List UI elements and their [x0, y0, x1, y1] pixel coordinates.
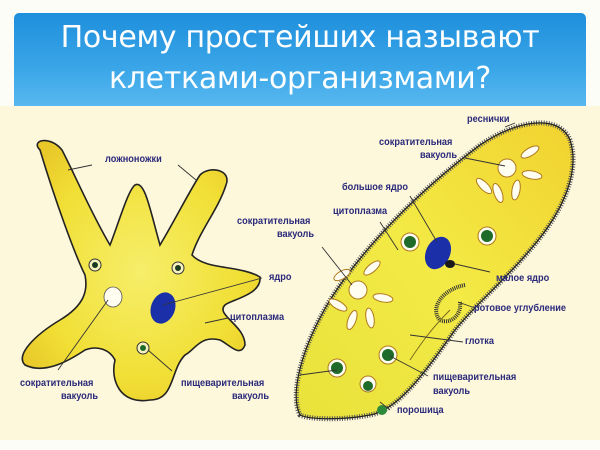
label-pharynx: глотка [465, 336, 494, 347]
slide-title: Почему простейших называют клетками-орга… [14, 13, 586, 106]
label-par-contractile-vacuole-top-1: сократительная [379, 137, 453, 148]
label-par-cytoplasm: цитоплазма [333, 206, 388, 217]
label-amoeba-nucleus: ядро [269, 272, 292, 283]
title-line-1: Почему простейших называют [60, 20, 540, 55]
amoeba-nucleus [150, 292, 176, 324]
amoeba-food-vacuole [92, 262, 98, 268]
paramecium-food-vacuoles [327, 226, 497, 393]
label-cilia: реснички [467, 114, 510, 125]
label-anal-pore: порошица [397, 405, 444, 416]
label-par-digestive-vacuole-1: пищеварительная [433, 372, 517, 383]
label-oral-groove: ротовое углубление [474, 303, 567, 314]
anal-pore-waste [377, 405, 387, 415]
label-pseudopods: ложноножки [105, 154, 162, 165]
label-par-contractile-vacuole-left-2: вакуоль [277, 229, 315, 240]
paramecium-micronucleus [445, 260, 455, 268]
title-line-2: клетками-организмами? [108, 61, 492, 96]
label-amoeba-contractile-vacuole-2: вакуоль [61, 391, 99, 402]
paramecium-leader-lines [299, 122, 516, 411]
paramecium-contractile-vacuole-left [328, 260, 394, 330]
amoeba-contractile-vacuole [103, 286, 123, 308]
paramecium-cell [293, 120, 576, 422]
amoeba-cell [21, 139, 261, 402]
paramecium-macronucleus [424, 236, 452, 270]
label-amoeba-digestive-vacuole-2: вакуоль [232, 391, 270, 402]
paramecium-contractile-vacuole-top [475, 145, 543, 203]
label-par-contractile-vacuole-left-1: сократительная [237, 216, 311, 227]
label-amoeba-contractile-vacuole-1: сократительная [20, 378, 94, 389]
label-amoeba-cytoplasm: цитоплазма [230, 312, 285, 323]
label-micronucleus: малое ядро [496, 273, 550, 284]
label-amoeba-digestive-vacuole-1: пищеварительная [181, 378, 265, 389]
label-par-digestive-vacuole-2: вакуоль [433, 386, 471, 397]
label-par-contractile-vacuole-top-2: вакуоль [420, 150, 458, 161]
label-macronucleus: большое ядро [342, 182, 408, 193]
amoeba-leader-lines [57, 164, 263, 372]
